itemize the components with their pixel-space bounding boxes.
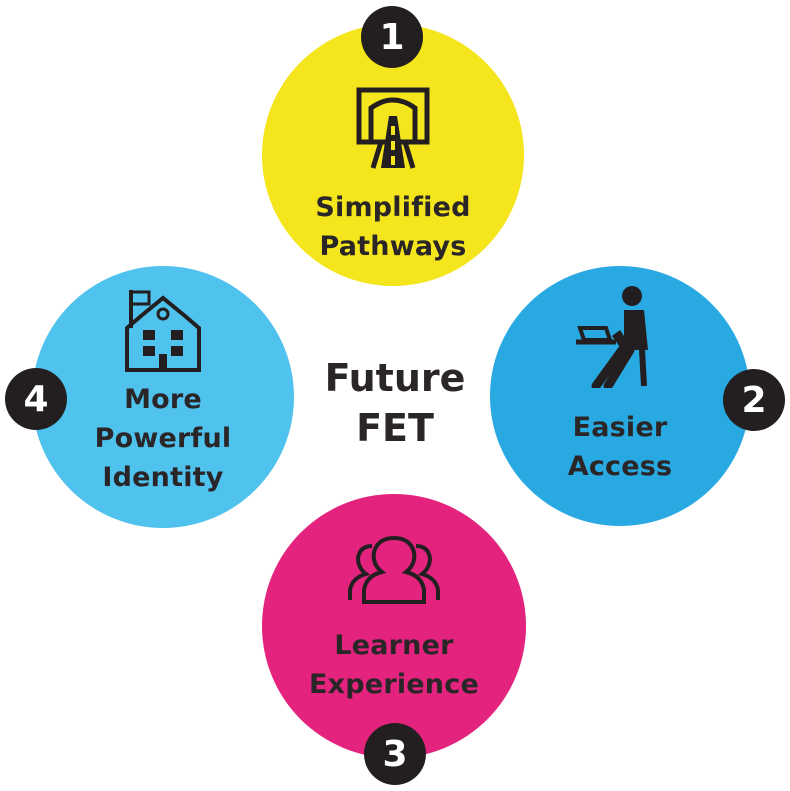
people-group-icon [346, 534, 442, 604]
center-title-line: FET [356, 406, 434, 450]
more-powerful-identity-circle: More Powerful Identity [32, 266, 294, 528]
number-badge: 1 [361, 6, 423, 68]
school-building-icon [123, 288, 203, 372]
circle-label: More Powerful Identity [95, 380, 232, 497]
circle-label: Easier Access [568, 408, 673, 486]
label-line: Experience [309, 669, 479, 700]
easier-access-circle: Easier Access [490, 266, 750, 526]
center-title-line: Future [324, 356, 466, 400]
circle-label: Simplified Pathways [315, 188, 470, 266]
label-line: Simplified [315, 192, 471, 223]
label-line: Access [567, 451, 673, 482]
road-icon [355, 86, 431, 172]
label-line: Learner [334, 630, 454, 661]
label-line: More [124, 384, 202, 415]
number-badge: 2 [723, 369, 785, 431]
number-badge: 3 [364, 723, 426, 785]
learner-experience-circle: Learner Experience [262, 494, 526, 758]
number-badge: 4 [5, 368, 67, 430]
center-title: Future FET [310, 353, 480, 453]
label-line: Pathways [319, 231, 467, 262]
circle-label: Learner Experience [309, 626, 479, 704]
label-line: Powerful [94, 423, 232, 454]
label-line: Identity [102, 462, 224, 493]
person-laptop-icon [572, 284, 668, 388]
label-line: Easier [572, 412, 668, 443]
